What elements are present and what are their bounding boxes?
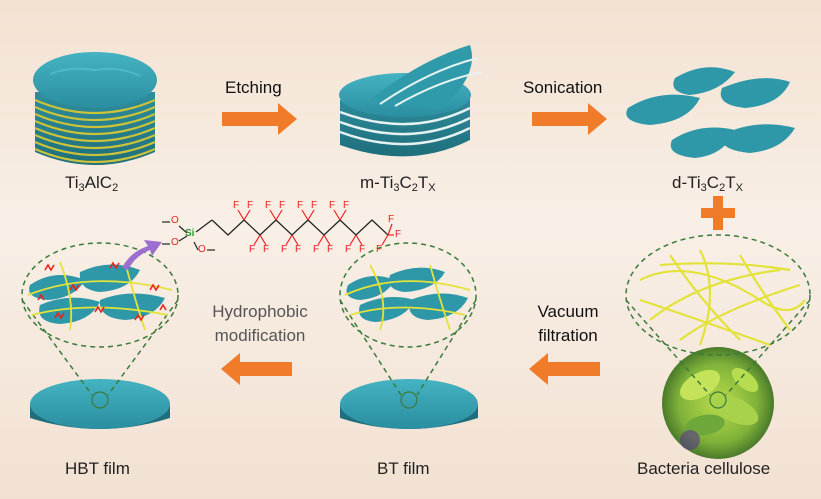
plus-icon bbox=[701, 196, 735, 230]
hbt-film-icon bbox=[30, 379, 170, 429]
fluorine-atom: F bbox=[295, 244, 302, 255]
fluorine-atom: F bbox=[249, 244, 256, 255]
step-hydrophobic-modification: Hydrophobic modification bbox=[200, 300, 320, 348]
vacuum-filtration-arrow bbox=[529, 353, 600, 385]
ti3alc2-stack-icon bbox=[33, 52, 157, 165]
fluorine-atom: F bbox=[281, 244, 288, 255]
modification-pointer-arrow bbox=[122, 240, 162, 270]
silicon-atom: Si bbox=[185, 228, 195, 239]
fluorine-atom: F bbox=[265, 200, 272, 211]
label-hbt-film: HBT film bbox=[65, 459, 130, 478]
fluorine-atom: F bbox=[327, 244, 334, 255]
bt-magnifier bbox=[339, 242, 477, 348]
fluorosilane-molecule-icon bbox=[162, 209, 394, 251]
fluorine-atom: F bbox=[329, 200, 336, 211]
step-vacuum-line1: Vacuum bbox=[537, 302, 599, 321]
sonication-arrow bbox=[532, 103, 607, 135]
hydrophobic-modification-arrow bbox=[221, 353, 292, 385]
fluorine-atom: F bbox=[345, 244, 352, 255]
fluorine-atom: F bbox=[376, 244, 383, 255]
step-vacuum-filtration: Vacuum filtration bbox=[523, 300, 613, 348]
label-bt-film: BT film bbox=[377, 459, 430, 478]
label-d-ti3c2tx: d-Ti3C2TX bbox=[672, 173, 743, 194]
fluorine-atom: F bbox=[247, 200, 254, 211]
d-ti3c2tx-flakes-icon bbox=[626, 67, 795, 158]
bacteria-cellulose-icon bbox=[662, 347, 774, 459]
fluorine-atom: F bbox=[395, 229, 402, 240]
step-vacuum-line2: filtration bbox=[538, 326, 598, 345]
fluorine-atom: F bbox=[311, 200, 318, 211]
step-etching: Etching bbox=[225, 78, 282, 97]
label-ti3alc2: Ti3AlC2 bbox=[65, 173, 119, 194]
fluorine-atom: F bbox=[343, 200, 350, 211]
step-hydrophobic-line2: modification bbox=[214, 326, 306, 345]
hbt-composite-icon bbox=[27, 261, 173, 331]
oxygen-atom-1: O bbox=[171, 215, 179, 226]
fluorine-atom: F bbox=[233, 200, 240, 211]
bt-film-icon bbox=[340, 379, 478, 429]
bt-composite-icon bbox=[344, 264, 471, 331]
fluorine-atom: F bbox=[388, 214, 395, 225]
etching-arrow bbox=[222, 103, 297, 135]
cellulose-magnifier bbox=[625, 234, 811, 356]
step-hydrophobic-line1: Hydrophobic bbox=[212, 302, 308, 321]
fluorine-atom: F bbox=[359, 244, 366, 255]
fluorine-atom: F bbox=[297, 200, 304, 211]
cellulose-fibers-icon bbox=[639, 249, 806, 347]
oxygen-atom-2: O bbox=[171, 237, 179, 248]
oxygen-atom-3: O bbox=[198, 244, 206, 255]
hbt-magnifier bbox=[21, 242, 179, 348]
fluorine-atom: F bbox=[279, 200, 286, 211]
step-sonication: Sonication bbox=[523, 78, 603, 97]
fluorine-atom: F bbox=[313, 244, 320, 255]
label-bacteria-cellulose: Bacteria cellulose bbox=[637, 459, 771, 478]
m-ti3c2tx-stack-icon bbox=[339, 45, 483, 157]
label-m-ti3c2tx: m-Ti3C2TX bbox=[360, 173, 436, 194]
fluorine-atom: F bbox=[263, 244, 270, 255]
